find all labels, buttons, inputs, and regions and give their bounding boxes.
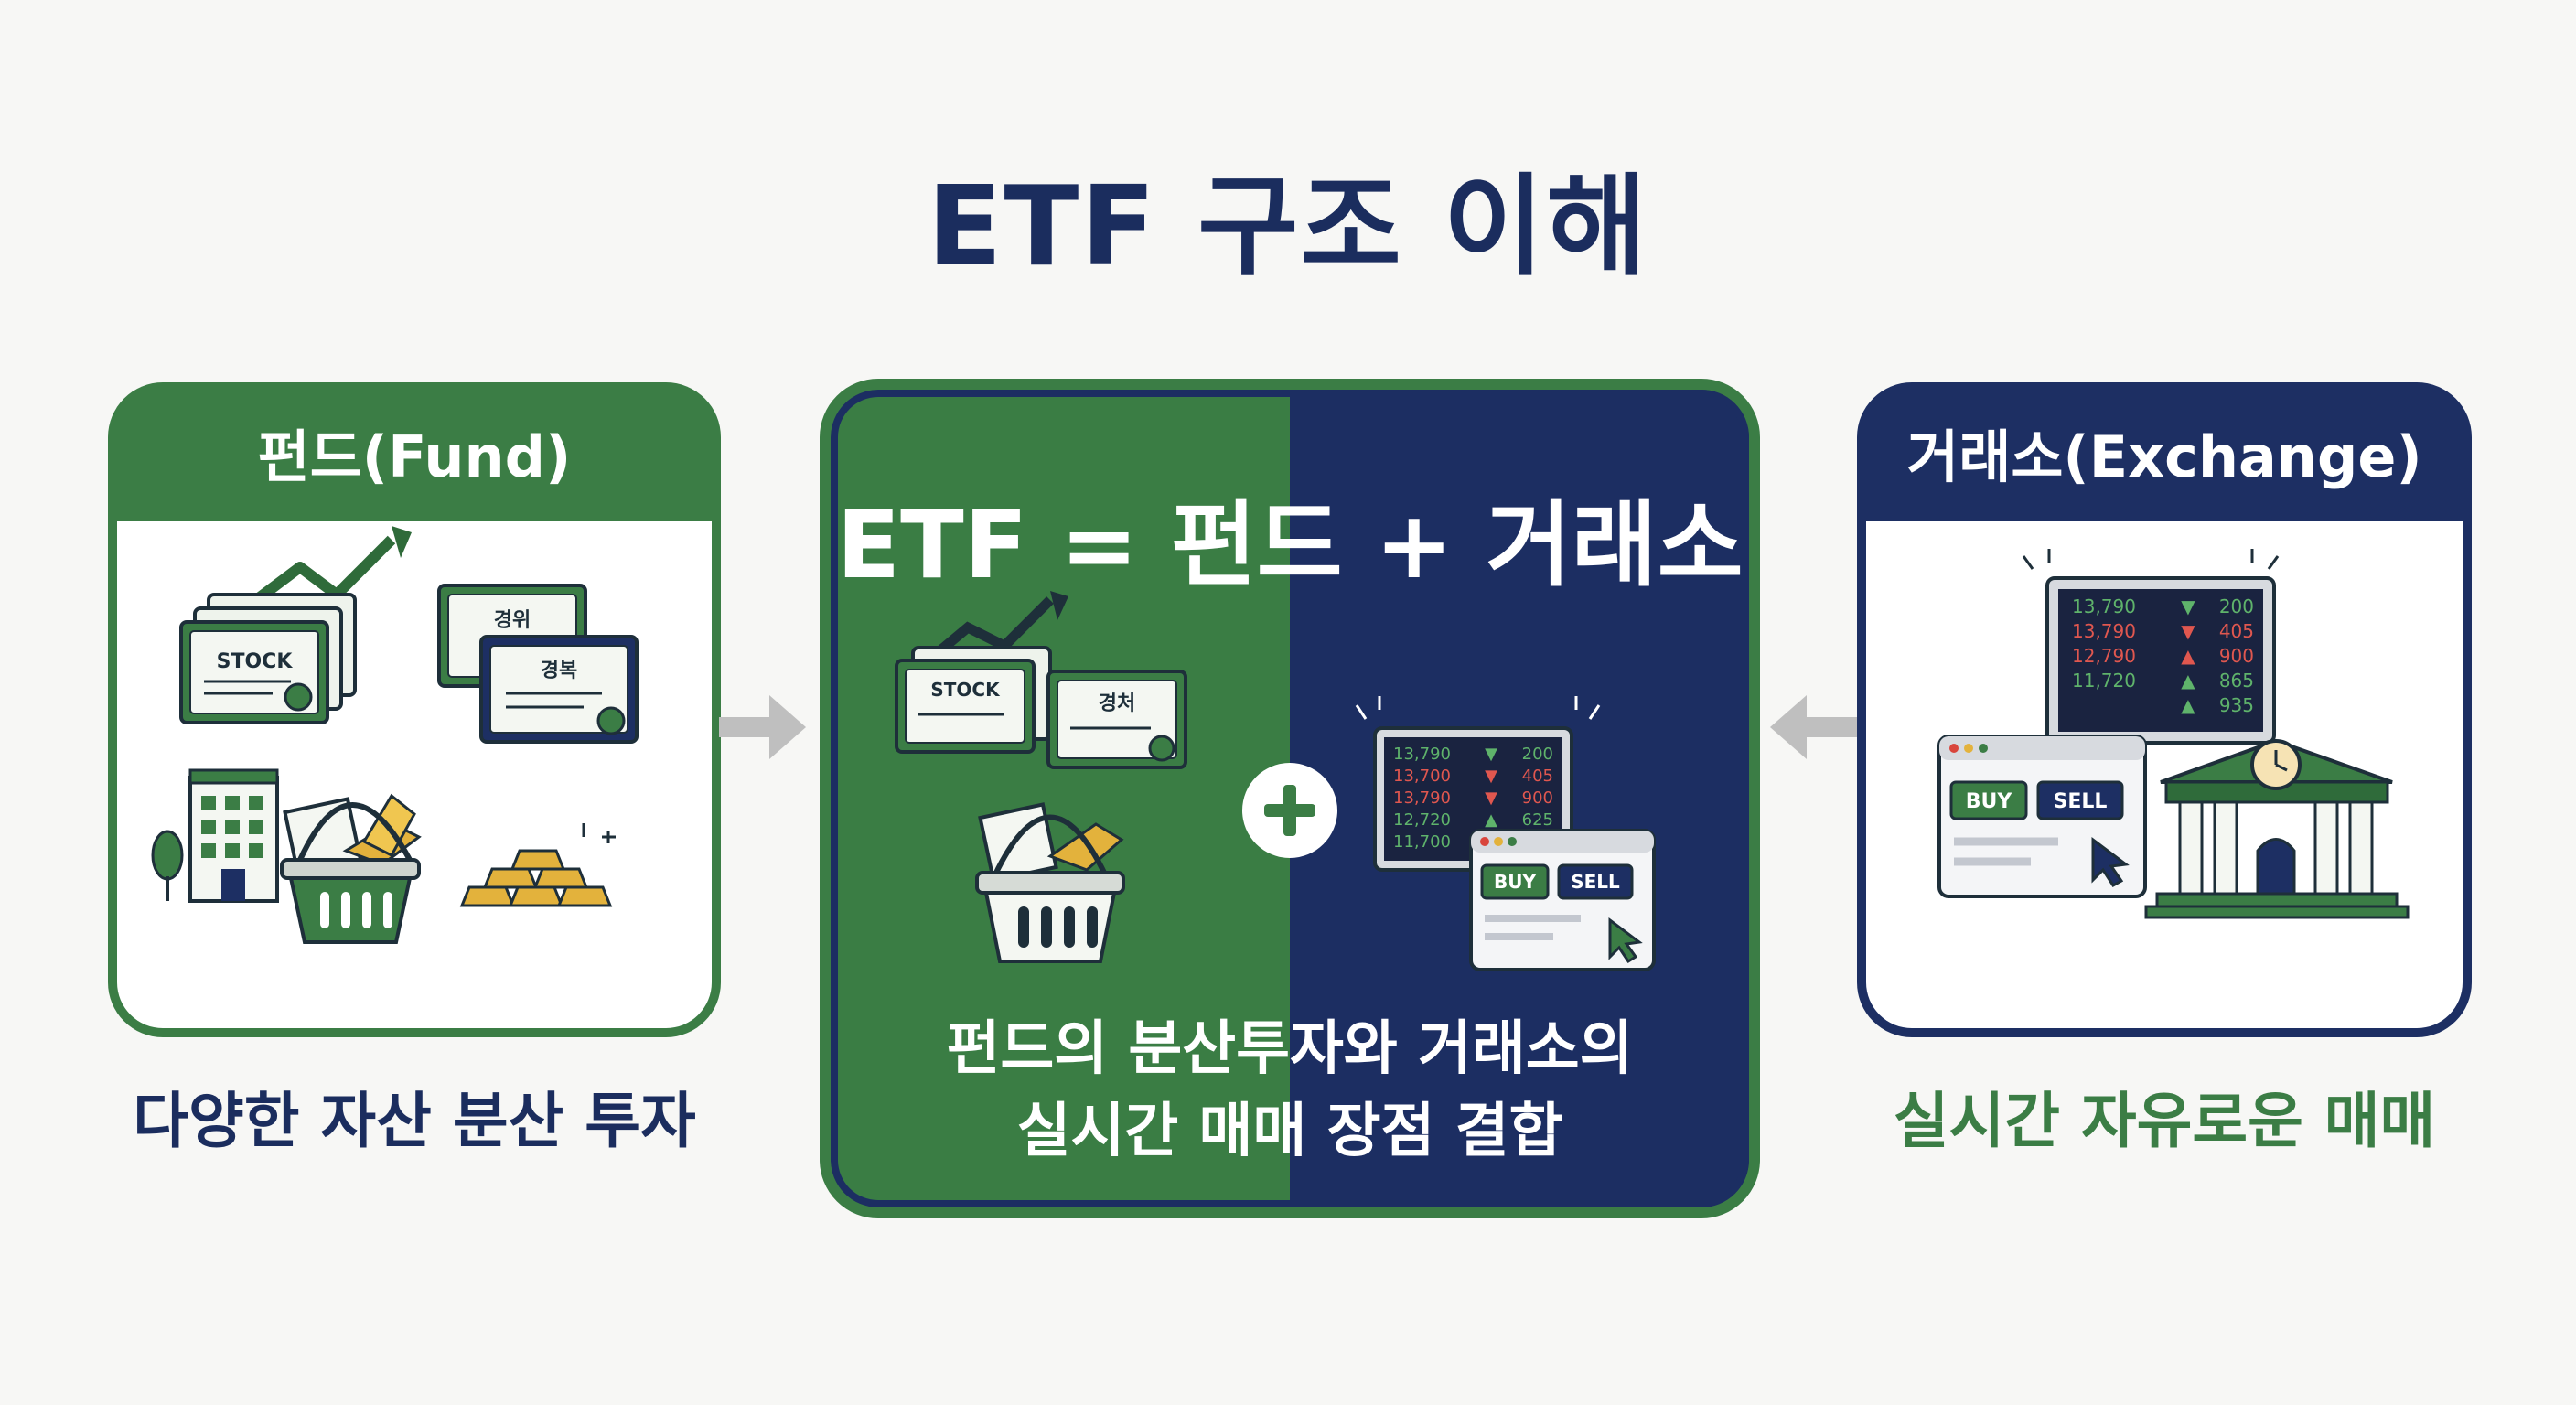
bond-certificate-icon: 경위 경복 [437, 584, 639, 744]
etf-buy-button[interactable] [1480, 863, 1550, 900]
etf-stock-label: STOCK [930, 679, 1001, 701]
etf-quote-vol: 405 [1522, 767, 1553, 786]
etf-bond-label: 경처 [1099, 692, 1135, 715]
exchange-quote-price: 13,790 [2072, 595, 2136, 617]
exchange-caption: 실시간 자유로운 매매 [1893, 1086, 2436, 1156]
gold-bars-icon [459, 823, 616, 907]
bond-label-1: 경위 [494, 609, 531, 632]
exchange-buy-label: BUY [1966, 790, 2013, 813]
exchange-quote-vol: 200 [2219, 595, 2254, 617]
etf-quote-list: 13,790 ▼ 200 13,700 ▼ 405 13,790 ▼ 900 12,720 ▲ 625… [1393, 745, 1553, 852]
etf-buy-label: BUY [1494, 871, 1536, 893]
etf-sell-button[interactable] [1557, 863, 1634, 900]
etf-stock-certificate-icon: STOCK [895, 646, 1052, 754]
exchange-quote-vol: 405 [2219, 620, 2254, 642]
etf-card: ETF = 펀드 + 거래소 STOCK 경처 [820, 379, 1760, 1218]
etf-quote-price: 12,720 [1393, 810, 1451, 830]
etf-description-line2: 실시간 매매 장점 결합 [1016, 1098, 1563, 1165]
exchange-illustration: 13,790 ▼ 200 13,790 ▼ 405 12,790 ▲ 900 11,720 ▲ 865… [1937, 549, 2410, 919]
exchange-buy-button[interactable] [1949, 780, 2028, 820]
exchange-quote-price: 11,720 [2072, 670, 2136, 692]
tree-icon [151, 830, 184, 901]
exchange-quote-vol: 865 [2219, 670, 2254, 692]
fund-header: 펀드(Fund) [257, 424, 572, 490]
clock-icon [2250, 739, 2302, 790]
etf-description-line1: 펀드의 분산투자와 거래소의 [946, 1015, 1634, 1083]
etf-illustration: STOCK 경처 [895, 591, 1656, 971]
fund-caption: 다양한 자산 분산 투자 [133, 1086, 696, 1156]
etf-quote-price: 11,700 [1393, 832, 1451, 852]
etf-basket-icon [975, 802, 1125, 963]
exchange-quote-vol: 900 [2219, 645, 2254, 667]
trading-window-icon: BUY SELL [1937, 735, 2147, 898]
etf-cursor-icon [1608, 917, 1643, 964]
etf-quote-price: 13,700 [1393, 767, 1451, 786]
exchange-quote-dir: ▼ [2181, 620, 2195, 642]
fund-card: 펀드(Fund) STOCK 경위 [108, 382, 721, 1037]
fund-illustration: STOCK 경위 경복 [151, 526, 639, 944]
building-icon [188, 768, 279, 903]
etf-bond-certificate-icon: 경처 [1046, 670, 1187, 769]
exchange-quote-dir: ▼ [2181, 595, 2195, 617]
stock-certificate-icon: STOCK [179, 593, 357, 724]
exchange-quote-dir: ▲ [2181, 645, 2195, 667]
fund-card-body: STOCK 경위 경복 [117, 521, 712, 1028]
exchange-sell-button[interactable] [2036, 780, 2124, 820]
etf-quote-price: 13,790 [1393, 745, 1451, 764]
exchange-quote-dir: ▲ [2181, 694, 2195, 716]
etf-header: ETF = 펀드 + 거래소 [836, 491, 1744, 600]
stock-label: STOCK [217, 650, 294, 673]
etf-quote-vol: 625 [1522, 810, 1553, 830]
etf-monitor-icon: 13,790 ▼ 200 13,700 ▼ 405 13,790 ▼ 900 12,720 ▲ 625… [1355, 696, 1601, 872]
exchange-card: 거래소(Exchange) 13,790 ▼ 200 13,790 ▼ 405 12,790… [1857, 382, 2472, 1037]
monitor-icon: 13,790 ▼ 200 13,790 ▼ 405 12,790 ▲ 900 11,720 ▲ 865… [2022, 549, 2280, 745]
exchange-quote-price: 12,790 [2072, 645, 2136, 667]
exchange-card-body: 13,790 ▼ 200 13,790 ▼ 405 12,790 ▲ 900 11,720 ▲ 865… [1866, 521, 2463, 1028]
etf-quote-price: 13,790 [1393, 788, 1451, 808]
etf-sell-label: SELL [1571, 871, 1620, 893]
arrow-left-icon [1770, 695, 1857, 759]
cursor-icon [2091, 837, 2130, 887]
etf-quote-dir: ▼ [1485, 788, 1497, 808]
etf-quote-dir: ▼ [1485, 745, 1497, 764]
basket-icon [280, 793, 422, 944]
etf-quote-vol: 200 [1522, 745, 1553, 764]
etf-description: 펀드의 분산투자와 거래소의 실시간 매매 장점 결합 [831, 1008, 1749, 1173]
exchange-building-icon [2144, 738, 2410, 919]
exchange-quote-price: 13,790 [2072, 620, 2136, 642]
exchange-quote-list: 13,790 ▼ 200 13,790 ▼ 405 12,790 ▲ 900 11,720 ▲ 865… [2072, 595, 2254, 716]
plus-icon [1242, 763, 1337, 858]
exchange-quote-vol: 935 [2219, 694, 2254, 716]
bond-label-2: 경복 [541, 660, 577, 682]
etf-quote-dir: ▲ [1485, 810, 1497, 830]
etf-quote-vol: 900 [1522, 788, 1553, 808]
etf-quote-dir: ▼ [1485, 767, 1497, 786]
arrow-right-icon [719, 695, 806, 759]
exchange-sell-label: SELL [2054, 790, 2108, 813]
exchange-quote-dir: ▲ [2181, 670, 2195, 692]
exchange-header: 거래소(Exchange) [1906, 424, 2422, 490]
etf-trading-window-icon: BUY SELL [1469, 829, 1656, 971]
page-title: ETF 구조 이해 [927, 164, 1649, 291]
